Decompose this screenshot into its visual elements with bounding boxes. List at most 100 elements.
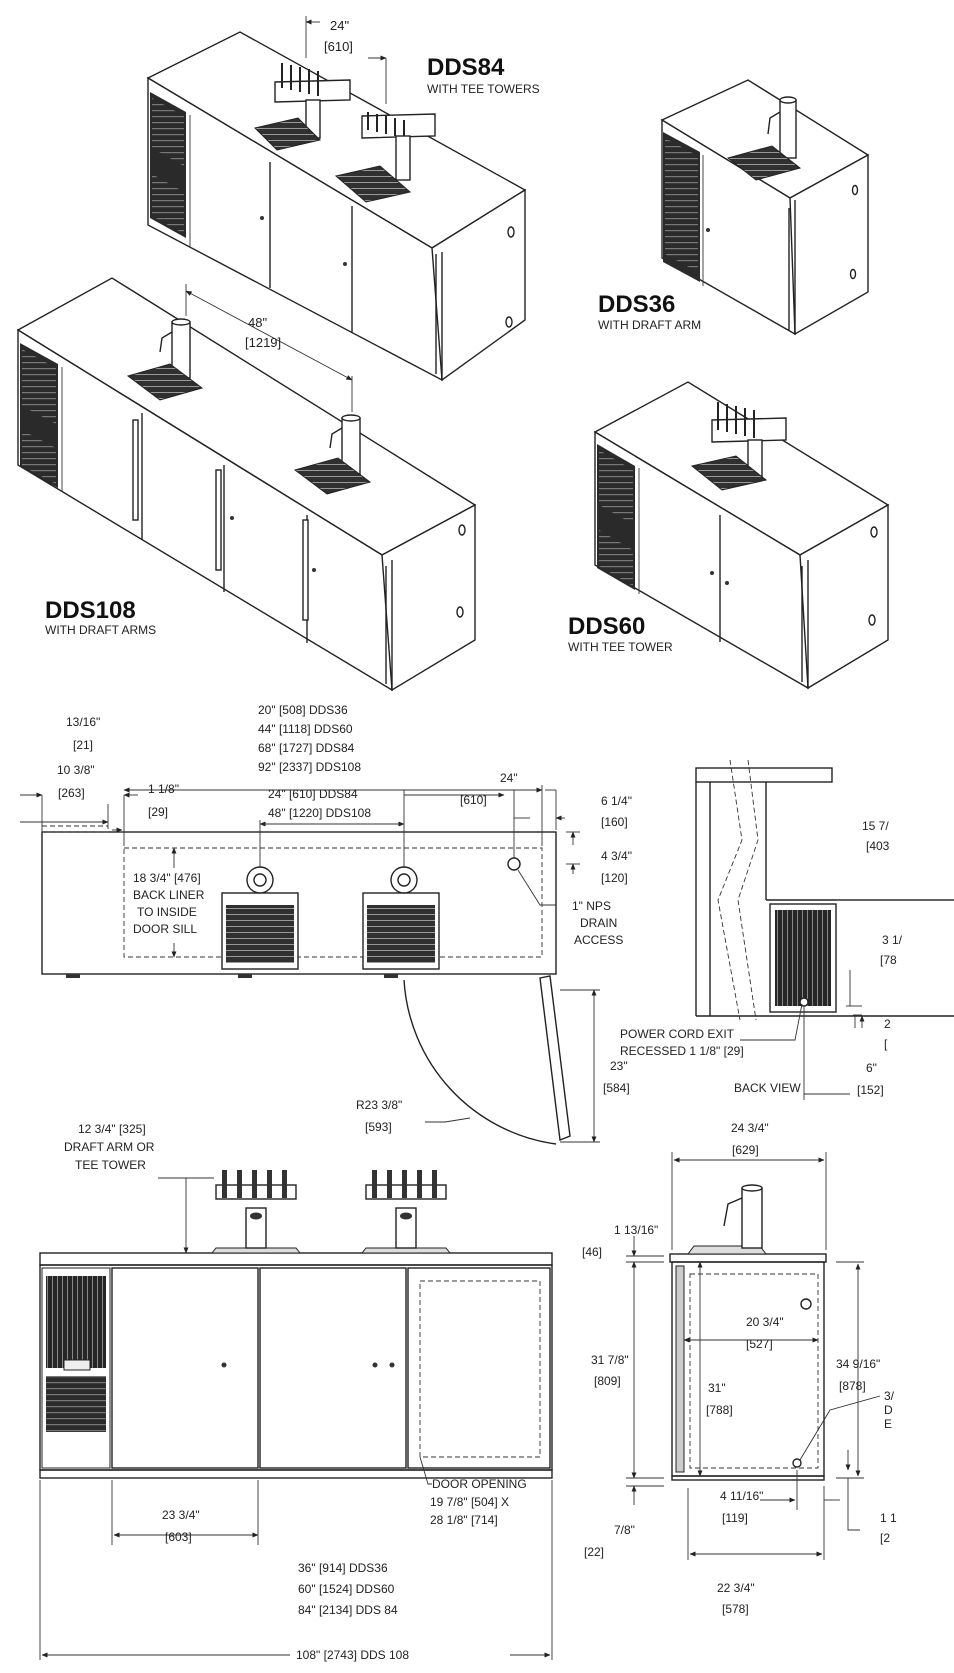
dim-g-in: 4 3/4": [601, 849, 632, 863]
length-dds36: 36" [914] DDS36: [298, 1561, 388, 1575]
dds108-unit: [16, 277, 477, 692]
back-view: [695, 759, 954, 1100]
width-label-dds84: 68" [1727] DDS84: [258, 741, 355, 755]
back-dim-j-in: 2: [884, 1017, 891, 1031]
dim-b-in: 10 3/8": [57, 763, 95, 777]
dim-a-mm: [21]: [73, 738, 93, 752]
dim-f-mm: [160]: [601, 815, 628, 829]
dim-b-mm: [263]: [58, 786, 85, 800]
side-depth-mm: [629]: [732, 1143, 759, 1157]
side-h2-in: 31": [708, 1381, 726, 1395]
dds108-subtitle: WITH DRAFT ARMS: [45, 623, 156, 637]
side-b2-in: 7/8": [614, 1523, 635, 1537]
door-swing-in: 23": [610, 1059, 628, 1073]
side-inner-in: 20 3/4": [746, 1315, 784, 1329]
back-dim-j-mm: [: [884, 1037, 888, 1051]
top-plan-view: [20, 785, 600, 1145]
dds108-dim-mm: [1219]: [245, 335, 281, 350]
side-h3-mm: [878]: [839, 1379, 866, 1393]
back-view-title: BACK VIEW: [734, 1081, 801, 1095]
side-b3-mm: [578]: [722, 1602, 749, 1616]
width-label-dds36: 20" [508] DDS36: [258, 703, 348, 717]
side-b4-mm: [2: [880, 1531, 890, 1545]
power-cord-text-1: POWER CORD EXIT: [620, 1027, 735, 1041]
dds84-dim-mm: [610]: [324, 39, 353, 54]
dds36-subtitle: WITH DRAFT ARM: [598, 318, 701, 332]
length-dds108: 108" [2743] DDS 108: [296, 1648, 409, 1662]
back-view-labels: 15 7/ [403 3 1/ [78 2 [ 6" [152] POWER C…: [620, 819, 903, 1097]
dds36-title: DDS36: [598, 291, 675, 318]
front-view: [39, 1170, 553, 1660]
back-dim-i-mm: [78: [880, 953, 897, 967]
door-opening-title: DOOR OPENING: [432, 1477, 527, 1491]
dds84-subtitle: WITH TEE TOWERS: [427, 82, 540, 96]
side-h3-in: 34 9/16": [836, 1357, 880, 1371]
back-dim-i-in: 3 1/: [882, 933, 903, 947]
dds60-title: DDS60: [568, 613, 645, 640]
dim-g-mm: [120]: [601, 871, 628, 885]
dim-f-in: 6 1/4": [601, 794, 632, 808]
side-h1-mm: [809]: [594, 1374, 621, 1388]
side-b1-mm: [119]: [722, 1511, 748, 1525]
dim-c-mm: [29]: [148, 805, 168, 819]
front-view-labels: 12 3/4" [325] DRAFT ARM OR TEE TOWER 23 …: [64, 1122, 527, 1662]
tower-text-2: TEE TOWER: [75, 1158, 146, 1172]
back-dim-h-in: 15 7/: [862, 819, 889, 833]
front-dim-d-in: 23 3/4": [162, 1508, 200, 1522]
liner-text-1: BACK LINER: [133, 888, 205, 902]
side-inner-mm: [527]: [746, 1337, 773, 1351]
width-label-dds60: 44" [1118] DDS60: [258, 722, 353, 736]
side-top-in: 1 13/16": [614, 1223, 658, 1237]
side-h1-in: 31 7/8": [591, 1353, 629, 1367]
dim-c-in: 1 1/8": [148, 782, 179, 796]
top-plan-labels: 20" [508] DDS36 44" [1118] DDS60 68" [17…: [57, 703, 632, 1134]
dim-a-in: 13/16": [66, 715, 100, 729]
drain-text-2: DRAIN: [580, 916, 617, 930]
door-opening-h: 28 1/8" [714]: [430, 1513, 498, 1527]
liner-dim: 18 3/4" [476]: [133, 871, 201, 885]
spacing-dds108: 48" [1220] DDS108: [268, 806, 371, 820]
length-dds84: 84" [2134] DDS 84: [298, 1603, 398, 1617]
dds84-title: DDS84: [427, 54, 505, 81]
side-cut-2: D: [884, 1403, 893, 1417]
back-dim-h-mm: [403: [866, 839, 890, 853]
width-label-dds108: 92" [2337] DDS108: [258, 760, 361, 774]
dds84-unit: [146, 16, 527, 382]
dds60-subtitle: WITH TEE TOWER: [568, 640, 673, 654]
liner-text-3: DOOR SILL: [133, 922, 197, 936]
dds108-dim-in: 48": [248, 315, 267, 330]
front-dim-d-mm: [603]: [165, 1530, 192, 1544]
side-b4-in: 1 1: [880, 1511, 897, 1525]
drain-text-1: 1" NPS: [572, 899, 611, 913]
dds60-unit: [593, 381, 890, 690]
side-view-labels: 24 3/4" [629] 1 13/16" [46] 31 7/8" [809…: [582, 1121, 897, 1616]
radius-in: R23 3/8": [356, 1098, 402, 1112]
side-b3-in: 22 3/4": [717, 1581, 755, 1595]
side-view: [626, 1152, 881, 1560]
side-cut-3: E: [884, 1417, 892, 1431]
dim-e-mm: [610]: [460, 793, 487, 807]
side-b1-in: 4 11/16": [720, 1489, 763, 1503]
power-cord-text-2: RECESSED 1 1/8" [29]: [620, 1044, 744, 1058]
door-swing-mm: [584]: [603, 1081, 630, 1095]
dds108-title: DDS108: [45, 597, 136, 624]
side-h2-mm: [788]: [706, 1403, 733, 1417]
dds36-unit: [660, 79, 870, 336]
back-dim-k-in: 6": [866, 1061, 877, 1075]
spacing-dds84: 24" [610] DDS84: [268, 787, 358, 801]
side-depth-in: 24 3/4": [731, 1121, 769, 1135]
side-cut-1: 3/: [884, 1389, 895, 1403]
dim-e-in: 24": [500, 771, 518, 785]
tower-text-1: DRAFT ARM OR: [64, 1140, 155, 1154]
side-top-mm: [46]: [582, 1245, 602, 1259]
door-opening-w: 19 7/8" [504] X: [430, 1495, 509, 1509]
radius-mm: [593]: [365, 1120, 392, 1134]
back-dim-k-mm: [152]: [857, 1083, 884, 1097]
side-b2-mm: [22]: [584, 1545, 604, 1559]
length-dds60: 60" [1524] DDS60: [298, 1582, 395, 1596]
drain-text-3: ACCESS: [574, 933, 623, 947]
dds84-dim-in: 24": [330, 18, 349, 33]
liner-text-2: TO INSIDE: [137, 905, 197, 919]
tower-height: 12 3/4" [325]: [78, 1122, 146, 1136]
